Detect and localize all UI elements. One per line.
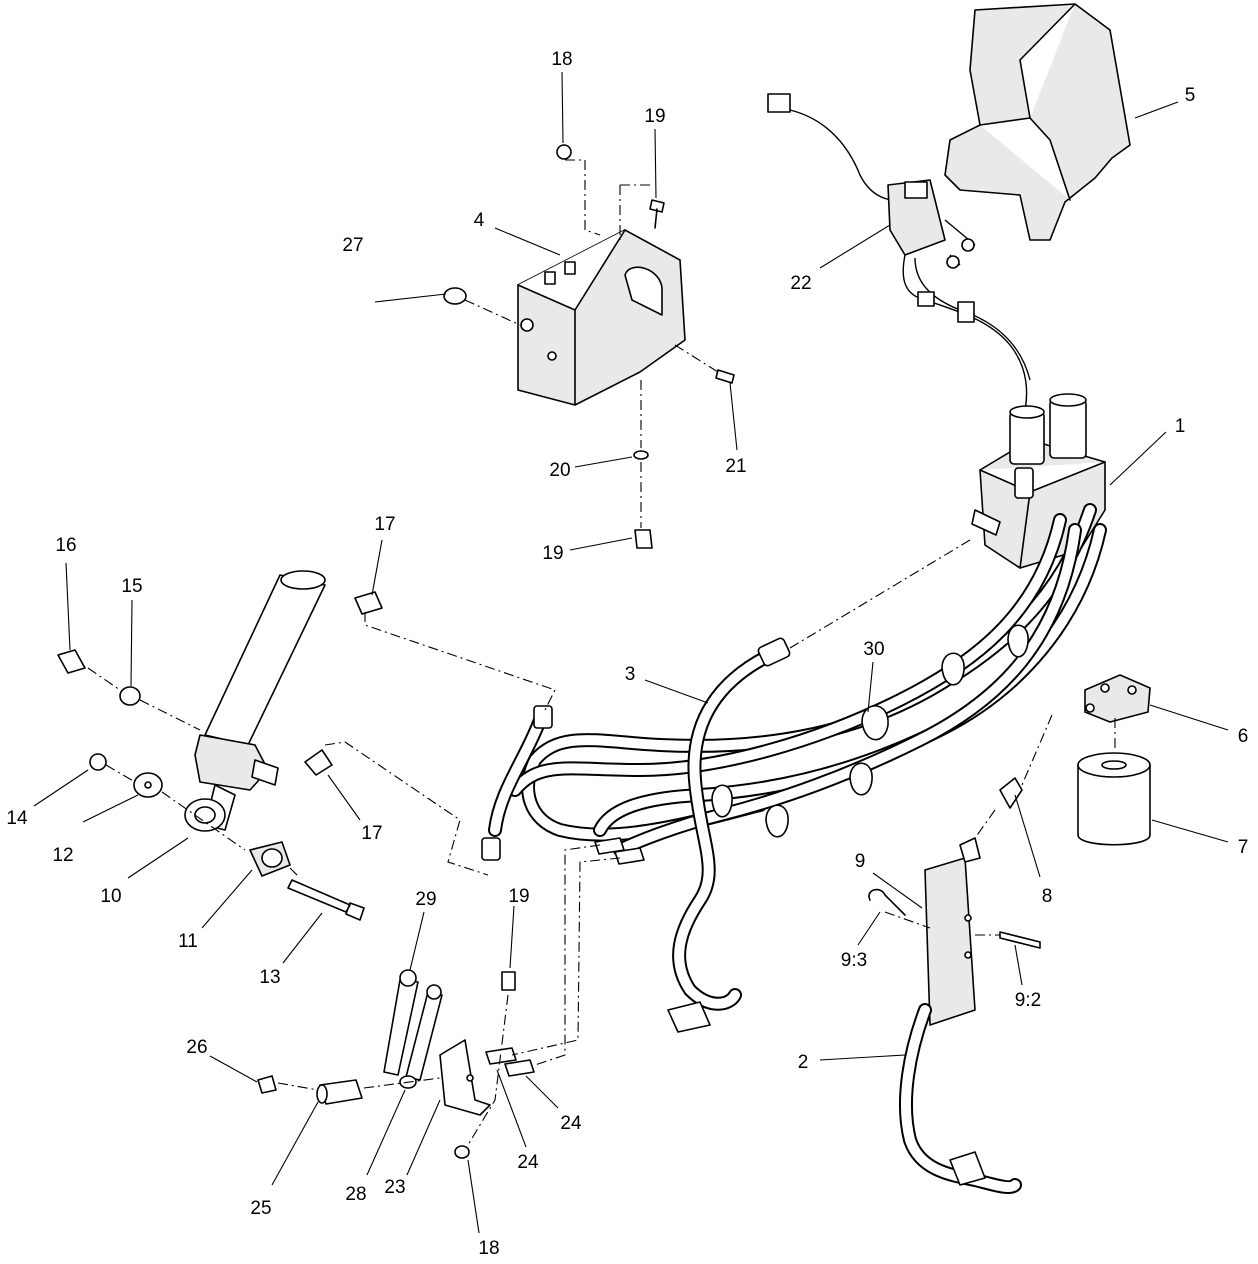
callout-10: 10 (100, 886, 121, 907)
callout-25: 25 (250, 1198, 271, 1219)
tube-part-9 (924, 837, 981, 1026)
hose-bundle-part-3 (481, 503, 1107, 1033)
callout-19-bottom: 19 (508, 886, 529, 907)
bolt-part-13 (287, 879, 365, 921)
fitting-part-24-b (504, 1059, 535, 1077)
elbow-part-8 (999, 777, 1023, 809)
callout-22: 22 (790, 273, 811, 294)
cylinder-part-10 (184, 570, 326, 832)
callout-28: 28 (345, 1184, 366, 1205)
washer-part-12 (133, 772, 163, 798)
bracket-part-23 (439, 1039, 491, 1116)
washer-part-20 (633, 450, 649, 460)
callout-3: 3 (625, 664, 636, 685)
cap-part-16 (57, 649, 86, 674)
callout-1: 1 (1175, 416, 1186, 437)
callout-7: 7 (1238, 837, 1249, 858)
assembly-lines (87, 159, 1116, 1146)
bolt-part-19-low (501, 971, 516, 991)
callout-23: 23 (384, 1177, 405, 1198)
callout-21: 21 (725, 456, 746, 477)
callout-18-top: 18 (551, 49, 572, 70)
callout-19-middle: 19 (542, 543, 563, 564)
nut-part-18-top (556, 144, 572, 160)
fitting-part-17-top (354, 591, 383, 615)
leader-lines (33, 71, 1229, 1234)
callout-6: 6 (1238, 726, 1249, 747)
callout-9-2: 9:2 (1015, 990, 1041, 1011)
hose-part-2 (899, 1003, 1022, 1195)
callout-5: 5 (1185, 85, 1196, 106)
fitting-part-17-bottom (304, 749, 333, 776)
callout-9-3: 9:3 (841, 950, 867, 971)
nut-part-14 (89, 753, 107, 771)
plug-part-27 (443, 287, 467, 305)
callout-17-bottom: 17 (361, 823, 382, 844)
clip-part-9-3 (868, 888, 906, 916)
callout-29: 29 (415, 889, 436, 910)
cover-part-5 (944, 3, 1131, 241)
callout-2: 2 (798, 1052, 809, 1073)
bolt-part-21 (715, 369, 735, 384)
filter-part-7 (1077, 752, 1151, 846)
callout-27: 27 (342, 235, 363, 256)
nut-part-18-low (454, 1145, 470, 1159)
callout-15: 15 (121, 576, 142, 597)
spacer-part-11 (249, 841, 291, 877)
callout-24-b: 24 (560, 1113, 582, 1134)
clamp-part-30 (711, 624, 1029, 838)
pin-part-9-2 (999, 931, 1041, 949)
callout-24-a: 24 (517, 1152, 539, 1173)
callout-11: 11 (178, 931, 198, 952)
callout-12: 12 (52, 845, 73, 866)
bracket-part-4 (517, 229, 686, 406)
cap-part-26 (257, 1075, 277, 1094)
callout-26: 26 (186, 1037, 207, 1058)
callout-19-top: 19 (644, 106, 665, 127)
sleeve-part-25 (316, 1079, 363, 1105)
callout-4: 4 (474, 210, 485, 231)
bushing-part-15 (119, 686, 141, 706)
callout-13: 13 (259, 967, 280, 988)
bolt-part-19-top (649, 199, 665, 229)
link-part-29 (383, 969, 443, 1081)
filter-head-part-6 (1084, 674, 1151, 723)
callout-8: 8 (1042, 886, 1053, 907)
callout-20: 20 (549, 460, 570, 481)
callout-18-bottom: 18 (478, 1238, 499, 1259)
callout-30: 30 (863, 639, 884, 660)
fittings-upper-hoses (594, 837, 645, 865)
bolt-part-19-mid (634, 529, 653, 549)
callout-16: 16 (55, 535, 76, 556)
callout-14: 14 (6, 808, 28, 829)
callout-17-top: 17 (374, 514, 395, 535)
callout-9: 9 (855, 851, 866, 872)
harness-part-22 (767, 93, 1031, 431)
